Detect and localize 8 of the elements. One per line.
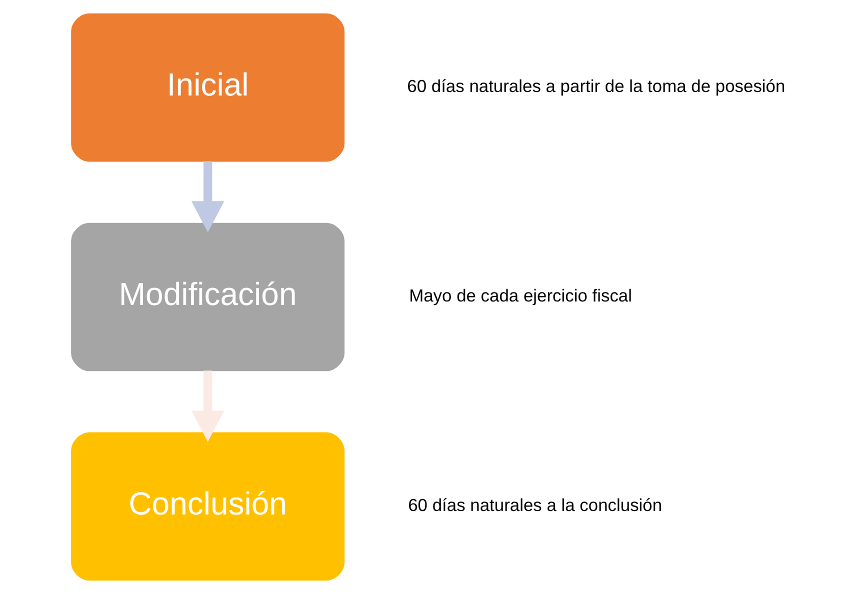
node-label: Mayo de cada ejercicio fiscal	[409, 286, 632, 306]
node-label: 60 días naturales a la conclusión	[408, 494, 662, 515]
node-label: 60 días naturales a partir de la toma de posesión	[407, 76, 786, 96]
node-box: Conclusión	[71, 432, 345, 581]
arrow	[191, 161, 224, 232]
arrow	[191, 370, 224, 442]
node-box: Modificación	[71, 222, 345, 372]
node-box: Inicial	[71, 13, 345, 162]
